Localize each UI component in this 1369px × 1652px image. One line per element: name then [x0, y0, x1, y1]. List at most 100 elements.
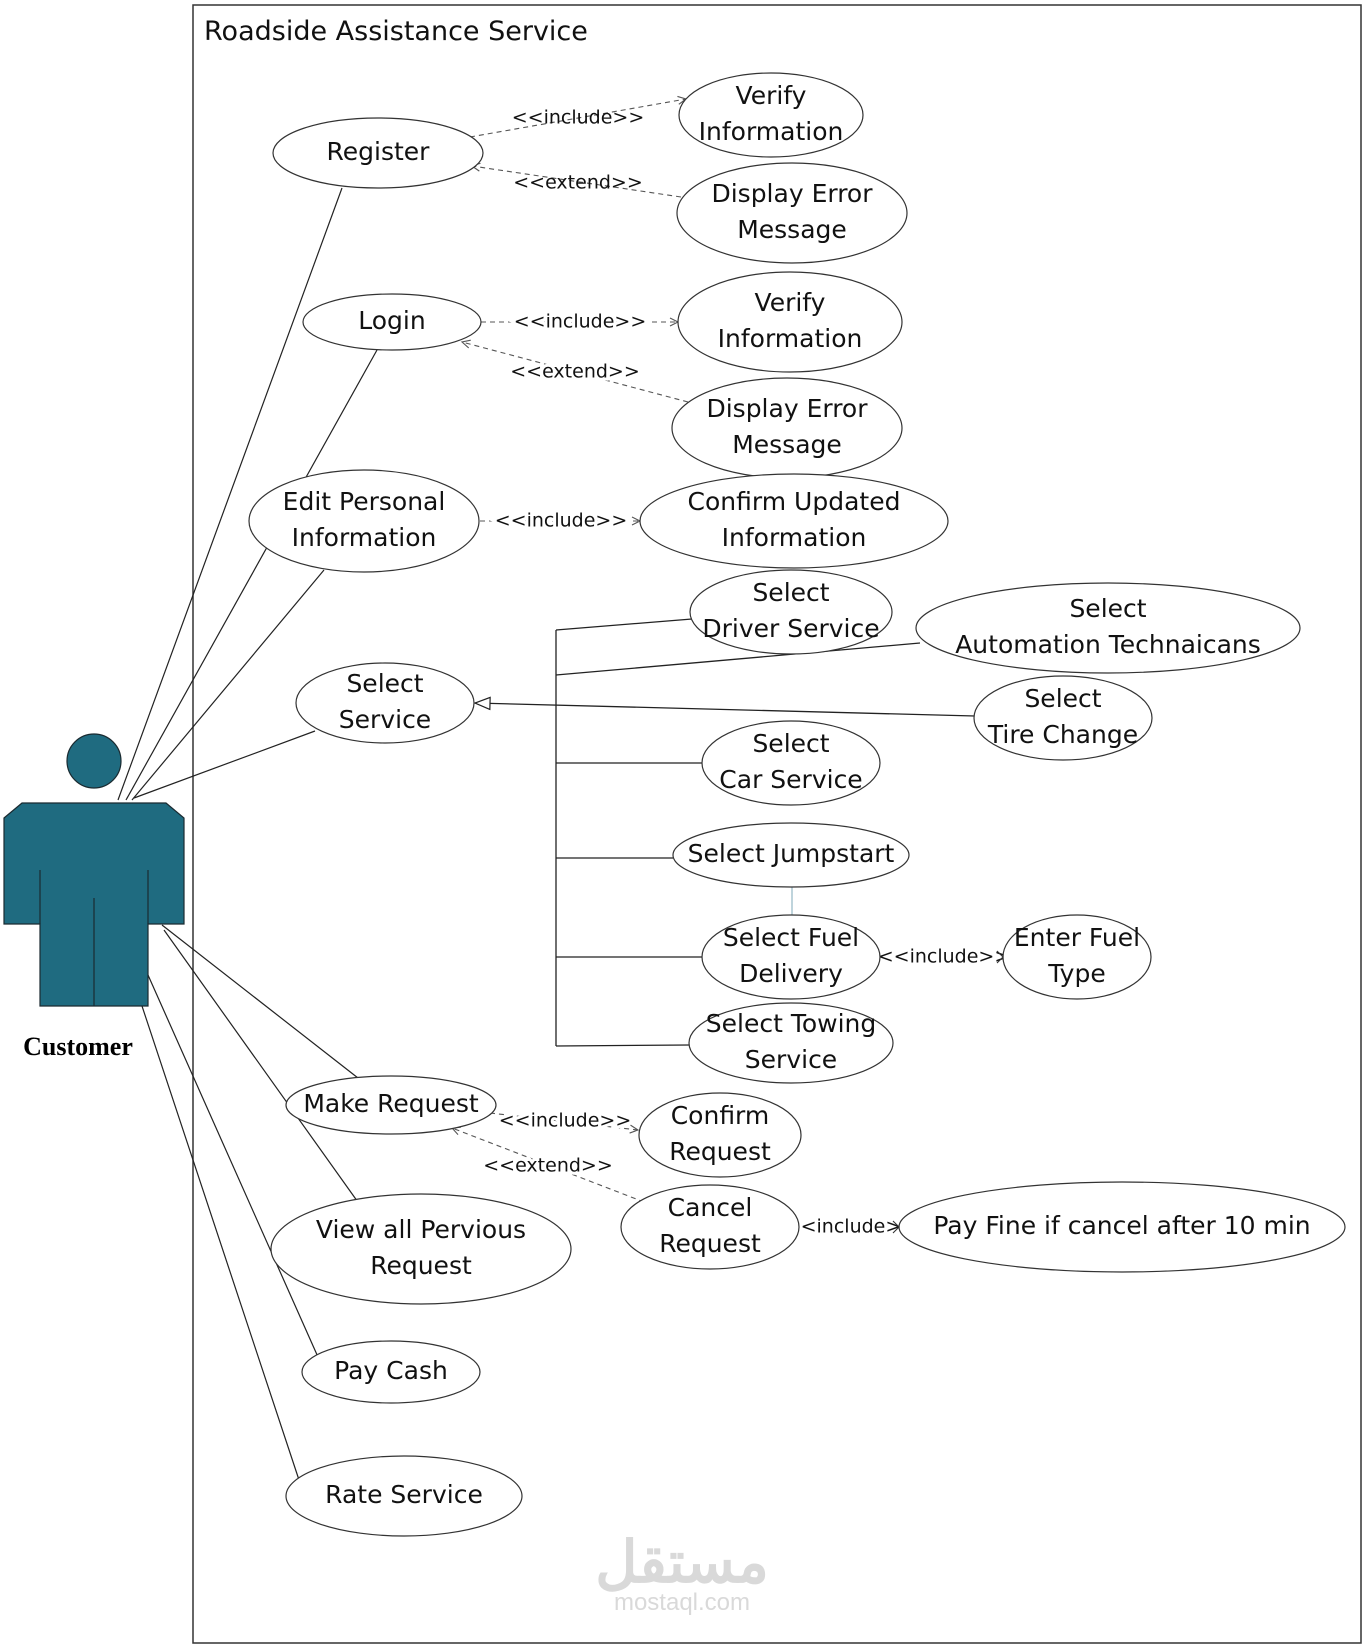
assoc-make-request — [161, 924, 359, 1079]
use-case-display-error-1[interactable]: Display Error Message — [676, 162, 908, 264]
system-title: Roadside Assistance Service — [204, 16, 588, 47]
use-case-label: Rate Service — [325, 1480, 483, 1509]
use-case-select-jumpstart[interactable]: Select Jumpstart — [672, 822, 910, 888]
assoc-view-previous — [163, 929, 366, 1213]
use-case-label: Login — [358, 306, 425, 335]
use-case-label: Select Towing — [706, 1009, 877, 1038]
use-case-view-previous-requests[interactable]: View all Pervious Request — [270, 1193, 572, 1305]
cancel-include-arrow — [892, 1220, 900, 1234]
use-case-pay-fine[interactable]: Pay Fine if cancel after 10 min — [898, 1181, 1346, 1273]
use-case-label: Display Error — [706, 394, 868, 423]
use-case-label: Driver Service — [702, 614, 879, 643]
assoc-pay-cash — [147, 974, 319, 1358]
use-case-label: Confirm — [671, 1101, 770, 1130]
use-case-label: Cancel — [668, 1193, 753, 1222]
actor-label: Customer — [23, 1032, 133, 1061]
gen-tire — [473, 696, 976, 717]
use-case-label: Select — [1069, 594, 1146, 623]
cancel-include-label: <<include> — [785, 1216, 902, 1238]
use-case-label: Verify — [736, 81, 807, 110]
fuel-include-arrow — [996, 950, 1004, 964]
use-case-label: Message — [732, 430, 842, 459]
login-extend-label: <<extend>> — [510, 361, 640, 383]
use-case-edit-personal-information[interactable]: Edit Personal Information — [248, 469, 480, 573]
use-case-pay-cash[interactable]: Pay Cash — [301, 1340, 481, 1404]
use-case-label: Make Request — [303, 1089, 479, 1118]
make-request-include-line — [489, 1112, 638, 1130]
use-case-label: Pay Fine if cancel after 10 min — [933, 1211, 1310, 1240]
use-case-label: Request — [669, 1137, 771, 1166]
use-case-register[interactable]: Register — [272, 117, 484, 189]
register-include-label: <<include>> — [512, 107, 645, 129]
use-case-make-request[interactable]: Make Request — [285, 1075, 497, 1135]
use-case-label: Select — [752, 729, 829, 758]
use-case-label: Information — [699, 117, 844, 146]
use-case-label: Tire Change — [987, 720, 1138, 749]
use-case-label: Confirm Updated — [688, 487, 901, 516]
use-case-label: Type — [1047, 959, 1105, 988]
use-case-label: Select Fuel — [723, 923, 859, 952]
assoc-login — [125, 349, 378, 801]
use-case-login[interactable]: Login — [302, 293, 482, 351]
use-case-label: Register — [327, 137, 431, 166]
login-include-label: <<include>> — [514, 311, 647, 333]
use-case-label: Enter Fuel — [1014, 923, 1140, 952]
watermark-latin: mostaql.com — [614, 1589, 750, 1616]
make-request-include-label: <<include>> — [499, 1110, 632, 1132]
gen-driver — [555, 618, 693, 631]
use-case-select-driver-service[interactable]: Select Driver Service — [689, 569, 893, 655]
use-case-select-service[interactable]: Select Service — [295, 662, 475, 744]
assoc-edit-personal — [131, 569, 325, 801]
use-case-enter-fuel-type[interactable]: Enter Fuel Type — [1002, 914, 1152, 1000]
register-extend-label: <<extend>> — [513, 172, 643, 194]
watermark-arabic: مستقل — [595, 1530, 769, 1595]
use-case-label: Select Jumpstart — [688, 839, 895, 868]
use-case-select-automation-technicians[interactable]: Select Automation Technaicans — [915, 582, 1301, 674]
use-case-label: Verify — [755, 288, 826, 317]
use-case-display-error-2[interactable]: Display Error Message — [671, 377, 903, 479]
actor-customer[interactable]: Customer — [3, 733, 185, 1061]
assoc-select-service — [133, 730, 316, 799]
fuel-include-label: <<include>> — [878, 946, 1011, 968]
use-case-label: Information — [718, 324, 863, 353]
use-case-verify-information-2[interactable]: Verify Information — [677, 271, 903, 373]
use-case-cancel-request[interactable]: Cancel Request — [620, 1184, 800, 1270]
system-boundary — [192, 4, 1362, 1644]
use-case-label: Display Error — [711, 179, 873, 208]
use-case-label: Edit Personal — [283, 487, 446, 516]
use-case-select-tire-change[interactable]: Select Tire Change — [973, 675, 1153, 761]
use-case-select-car-service[interactable]: Select Car Service — [701, 720, 881, 806]
use-case-label: Select — [1024, 684, 1101, 713]
generalization-tree — [473, 618, 976, 1047]
actor-associations — [117, 187, 378, 1493]
use-case-select-towing-service[interactable]: Select Towing Service — [688, 1002, 894, 1084]
register-include-line — [469, 99, 686, 138]
use-case-verify-information-1[interactable]: Verify Information — [678, 72, 864, 158]
login-extend-line — [462, 342, 689, 403]
use-case-label: Request — [659, 1229, 761, 1258]
use-case-label: Automation Technaicans — [955, 630, 1261, 659]
use-case-label: Select — [346, 669, 423, 698]
use-case-confirm-request[interactable]: Confirm Request — [638, 1092, 802, 1178]
gen-automation — [555, 642, 921, 676]
use-case-label: Select — [752, 578, 829, 607]
edit-include-label: <<include>> — [495, 510, 628, 532]
use-case-confirm-updated-information[interactable]: Confirm Updated Information — [639, 473, 949, 569]
assoc-register — [117, 187, 343, 801]
use-case-label: Message — [737, 215, 847, 244]
actor-head — [66, 733, 122, 789]
dependencies: <<include>> <<extend>> <<include>> <<ext… — [452, 99, 1010, 1238]
use-case-label: Car Service — [719, 765, 862, 794]
gen-towing — [555, 1044, 691, 1047]
use-case-select-fuel-delivery[interactable]: Select Fuel Delivery — [701, 914, 881, 1000]
use-case-label: Delivery — [739, 959, 843, 988]
inline-includes — [892, 950, 1004, 1234]
make-request-extend-label: <<extend>> — [483, 1155, 613, 1177]
watermark: مستقل mostaql.com — [595, 1530, 769, 1616]
use-case-rate-service[interactable]: Rate Service — [285, 1455, 523, 1537]
use-case-label: View all Pervious — [316, 1215, 526, 1244]
use-case-label: Request — [370, 1251, 472, 1280]
use-case-label: Pay Cash — [334, 1356, 448, 1385]
assoc-rate-service — [139, 999, 304, 1493]
